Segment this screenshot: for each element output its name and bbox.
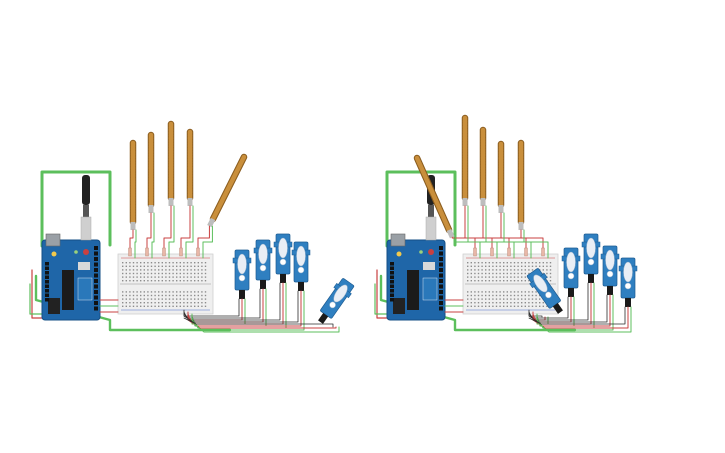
servo-motor[interactable] [313, 277, 356, 327]
servo-horn[interactable] [278, 237, 288, 259]
wire[interactable] [528, 309, 543, 318]
power-jack [48, 298, 60, 314]
circuit-right [374, 114, 638, 333]
arduino-uno-board[interactable] [41, 233, 101, 321]
wire[interactable] [528, 294, 608, 323]
servo-horn[interactable] [258, 243, 268, 265]
wire[interactable] [202, 225, 213, 259]
resistor[interactable] [162, 247, 166, 257]
wire[interactable] [536, 306, 632, 333]
servo-motor[interactable] [291, 241, 311, 291]
wire[interactable] [129, 229, 134, 255]
wire[interactable] [528, 306, 626, 325]
resistor[interactable] [128, 247, 132, 257]
wire[interactable] [197, 225, 210, 255]
wire[interactable] [528, 282, 589, 321]
wire[interactable] [500, 212, 527, 255]
resistor[interactable] [524, 247, 528, 257]
resistor[interactable] [507, 247, 511, 257]
resistor[interactable] [179, 247, 183, 257]
wire[interactable] [183, 282, 281, 321]
servo-horn[interactable] [237, 253, 247, 275]
microcontroller-chip [62, 270, 74, 310]
servo-motor[interactable] [561, 247, 581, 297]
usb-port [45, 233, 61, 247]
wire[interactable] [520, 229, 544, 255]
servo-horn[interactable] [566, 251, 576, 273]
wire[interactable] [451, 236, 476, 255]
breadboard[interactable] [117, 253, 214, 315]
wire[interactable] [183, 290, 299, 323]
wire[interactable] [185, 205, 194, 259]
reset-button[interactable] [428, 249, 434, 255]
wire[interactable] [464, 205, 493, 255]
servo-motor[interactable] [618, 257, 638, 307]
servo-horn[interactable] [605, 249, 615, 271]
servo-motor[interactable] [232, 249, 252, 299]
wire[interactable] [146, 212, 152, 255]
wire[interactable] [536, 294, 614, 331]
servo-horn[interactable] [623, 261, 633, 283]
servo-motor[interactable] [581, 233, 601, 283]
wire[interactable] [523, 229, 549, 259]
wire[interactable] [191, 290, 305, 331]
flex-sensor[interactable] [413, 154, 455, 239]
servo-motor[interactable] [273, 233, 293, 283]
wire[interactable] [379, 274, 577, 332]
wire[interactable] [485, 205, 515, 259]
wire[interactable] [183, 317, 334, 328]
servo-motor[interactable] [525, 267, 568, 317]
servo-motor[interactable] [600, 245, 620, 295]
resistor[interactable] [473, 247, 477, 257]
wire[interactable] [503, 212, 532, 259]
resistor[interactable] [541, 247, 545, 257]
flex-sensor[interactable] [207, 153, 248, 228]
microcontroller-chip [407, 270, 419, 310]
resistor[interactable] [196, 247, 200, 257]
servo-motor[interactable] [253, 239, 273, 289]
resistor[interactable] [490, 247, 494, 257]
wire[interactable] [34, 274, 232, 332]
resistor[interactable] [145, 247, 149, 257]
wire[interactable] [482, 205, 510, 255]
arduino-uno-board[interactable] [386, 233, 446, 321]
wire[interactable] [134, 229, 137, 259]
servo-horn[interactable] [586, 237, 596, 259]
wire[interactable] [180, 205, 191, 255]
wire[interactable] [40, 170, 112, 248]
wire[interactable] [168, 205, 175, 259]
wire[interactable] [467, 205, 498, 259]
servo-horn[interactable] [296, 245, 306, 267]
wire[interactable] [151, 212, 155, 259]
wire[interactable] [163, 205, 172, 255]
power-jack [393, 298, 405, 314]
reset-button[interactable] [83, 249, 89, 255]
usb-cable[interactable] [80, 175, 92, 241]
usb-port [390, 233, 406, 247]
wire[interactable] [183, 298, 240, 317]
circuit-left [29, 120, 356, 333]
wire[interactable] [191, 321, 340, 333]
servo-horn[interactable] [531, 273, 550, 295]
servo-horn[interactable] [331, 283, 350, 305]
